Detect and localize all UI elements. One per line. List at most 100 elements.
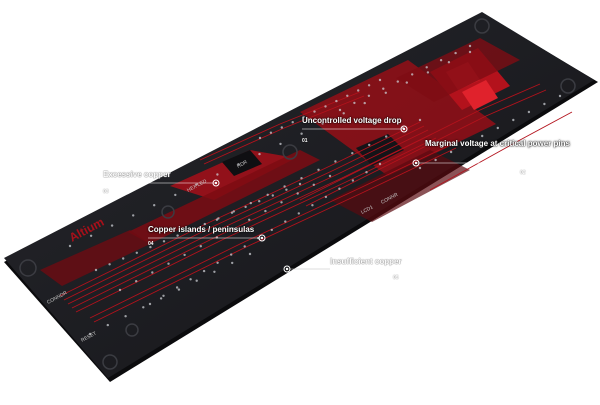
via-0-12 bbox=[321, 122, 324, 125]
via-5-0 bbox=[258, 136, 262, 140]
via-7-7 bbox=[439, 59, 443, 62]
via-7-8 bbox=[454, 51, 457, 55]
via-2-2 bbox=[151, 271, 154, 274]
via-2-4 bbox=[183, 253, 186, 257]
via-0-16 bbox=[405, 81, 408, 84]
via-1-10 bbox=[230, 211, 234, 214]
via-0-8 bbox=[237, 163, 240, 166]
via-1-8 bbox=[203, 222, 206, 226]
via-5-6 bbox=[324, 105, 327, 108]
callout-marker-01[interactable] bbox=[400, 125, 408, 133]
via-0-15 bbox=[384, 91, 387, 95]
via-6-6 bbox=[512, 118, 515, 122]
via-3-4 bbox=[202, 269, 206, 273]
callout-marker-02[interactable] bbox=[412, 159, 420, 167]
via-6-5 bbox=[496, 126, 499, 130]
via-6-0 bbox=[418, 166, 422, 170]
via-3-10 bbox=[284, 220, 287, 223]
copper-pour-excessive bbox=[170, 150, 296, 200]
via-0-5 bbox=[174, 193, 177, 197]
via-0-19 bbox=[468, 50, 472, 54]
via-2-10 bbox=[280, 201, 283, 204]
via-0-14 bbox=[363, 101, 366, 105]
callout-number-01: 01 bbox=[302, 138, 308, 144]
via-0-0 bbox=[68, 244, 72, 248]
via-5-11 bbox=[378, 78, 382, 82]
via-8-8 bbox=[231, 261, 234, 265]
via-3-9 bbox=[270, 228, 273, 232]
via-0-2 bbox=[110, 224, 114, 227]
copper-peninsula bbox=[128, 150, 320, 244]
via-4-1 bbox=[215, 218, 219, 221]
copper-pour-lower-right bbox=[330, 150, 470, 222]
callout-marker-03[interactable] bbox=[212, 179, 220, 187]
via-8-0 bbox=[88, 332, 92, 336]
callout-number-04: 04 bbox=[148, 241, 154, 247]
via-0-10 bbox=[279, 142, 282, 146]
via-4-6 bbox=[300, 177, 303, 180]
via-0-13 bbox=[342, 112, 345, 115]
via-3-17 bbox=[378, 162, 382, 166]
copper-pad-b bbox=[462, 80, 498, 110]
via-8-3 bbox=[142, 306, 145, 309]
callout-number-05: 05 bbox=[393, 275, 399, 281]
callout-marker-04[interactable] bbox=[258, 234, 266, 242]
via-4-10 bbox=[368, 143, 371, 147]
via-0-4 bbox=[153, 204, 156, 207]
via-1-15 bbox=[298, 182, 302, 186]
via-6-4 bbox=[481, 134, 484, 138]
callout-marker-05[interactable] bbox=[283, 265, 291, 273]
via-8-9 bbox=[248, 252, 252, 256]
via-5-3 bbox=[291, 121, 294, 124]
via-3-13 bbox=[324, 195, 328, 199]
via-1-6 bbox=[176, 234, 179, 237]
via-1-14 bbox=[285, 188, 288, 191]
via-4-0 bbox=[198, 226, 202, 230]
via-6-1 bbox=[434, 158, 437, 162]
via-2-5 bbox=[199, 245, 202, 248]
silk-label-2: HDR bbox=[236, 159, 249, 170]
via-5-8 bbox=[346, 94, 349, 98]
via-1-2 bbox=[122, 257, 125, 260]
via-4-2 bbox=[232, 210, 235, 213]
via-1-0 bbox=[94, 268, 98, 272]
callout-markers bbox=[212, 125, 420, 273]
via-4-7 bbox=[317, 168, 320, 171]
via-7-4 bbox=[396, 80, 399, 83]
via-2-9 bbox=[264, 209, 267, 213]
via-6-9 bbox=[558, 94, 562, 98]
callout-leaders bbox=[100, 128, 500, 270]
via-1-3 bbox=[135, 251, 138, 254]
via-8-1 bbox=[106, 323, 110, 327]
via-7-6 bbox=[425, 66, 428, 69]
via-8-7 bbox=[213, 270, 216, 273]
via-7-9 bbox=[468, 44, 472, 48]
trace-bundle bbox=[59, 83, 573, 323]
via-3-15 bbox=[351, 179, 355, 182]
via-0-7 bbox=[216, 173, 219, 176]
via-5-5 bbox=[313, 110, 316, 113]
via-4-5 bbox=[283, 185, 286, 188]
via-1-5 bbox=[162, 240, 166, 243]
via-6-3 bbox=[465, 142, 468, 146]
via-6-8 bbox=[543, 102, 546, 106]
silk-label-0: LCD1 bbox=[360, 204, 374, 215]
via-0-6 bbox=[195, 183, 198, 186]
callout-label-04: Copper islands / peninsulas bbox=[148, 225, 255, 234]
via-2-3 bbox=[167, 262, 170, 265]
via-8-4 bbox=[159, 297, 163, 300]
via-4-8 bbox=[334, 160, 337, 163]
callout-label-02: Marginal voltage at critical power pins bbox=[425, 139, 570, 148]
via-4-11 bbox=[385, 135, 388, 138]
via-7-3 bbox=[382, 87, 385, 90]
via-0-3 bbox=[132, 214, 135, 217]
via-3-7 bbox=[243, 245, 246, 248]
via-7-2 bbox=[367, 94, 371, 98]
via-7-5 bbox=[411, 73, 414, 76]
via-2-13 bbox=[328, 174, 332, 178]
via-3-11 bbox=[297, 212, 300, 215]
copper-pour-upper-right bbox=[396, 38, 520, 102]
via-0-17 bbox=[426, 71, 430, 74]
via-3-16 bbox=[365, 171, 368, 174]
